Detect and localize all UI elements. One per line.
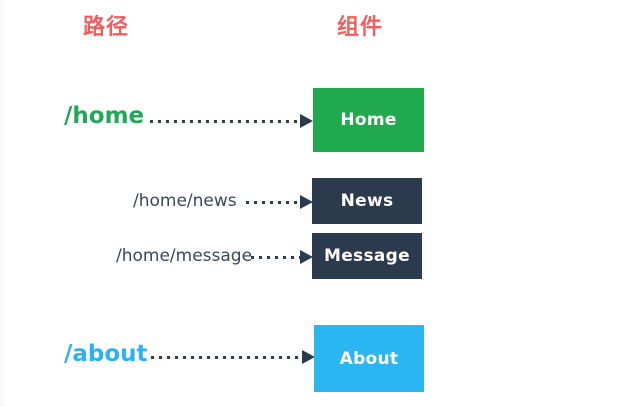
path-label-message: /home/message [116,246,253,266]
dotted-arrow-message [251,249,313,265]
component-box-home: Home [313,88,424,152]
column-header-component: 组件 [337,15,384,40]
path-label-news: /home/news [133,191,237,211]
arrow-dots [251,255,300,259]
component-box-label: Home [340,110,397,130]
arrow-dots [151,355,302,359]
column-header-path: 路径 [83,15,130,40]
component-box-label: About [339,348,399,369]
left-edge-shading [0,0,8,407]
path-label-about: /about [64,341,148,367]
component-box-label: Message [324,246,410,266]
dotted-arrow-home [150,113,313,129]
component-box-news: News [312,178,422,224]
component-box-label: News [340,191,394,211]
arrow-dots [246,200,300,204]
path-label-home: /home [64,103,145,129]
arrow-head-icon [300,114,313,128]
arrow-head-icon [300,195,313,209]
component-box-about: About [314,325,424,392]
arrow-head-icon [300,250,313,264]
arrow-head-icon [302,350,315,364]
component-box-message: Message [312,233,422,279]
arrow-dots [150,119,300,123]
dotted-arrow-about [151,349,315,365]
dotted-arrow-news [246,194,313,210]
